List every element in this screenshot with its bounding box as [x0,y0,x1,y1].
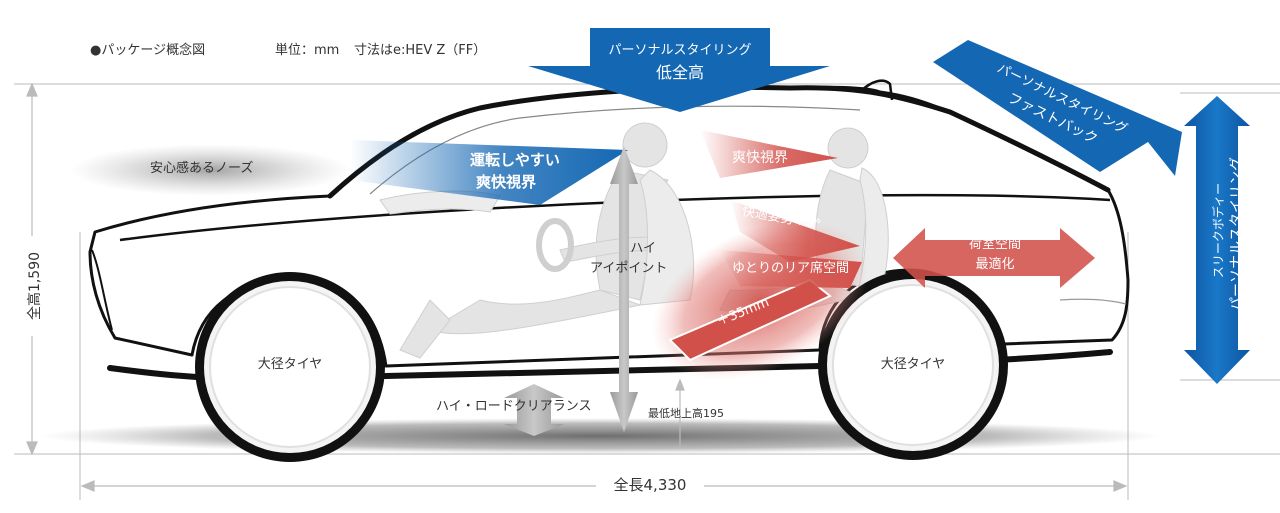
posture-wedge [730,200,860,262]
fastback-arrow [933,40,1182,176]
min-clearance-label: 最低地上高195 [648,407,724,420]
sleek-body-arrow [1184,96,1250,384]
low-height-line2: 低全高 [655,63,704,82]
front-wheel [195,272,385,462]
low-height-banner [528,28,830,112]
sleek-line2: パーソナルスタイリング [1229,157,1245,311]
secure-nose-label: 安心感あるノーズ [150,161,254,176]
driving-ease-line2: 爽快視界 [476,173,537,191]
rear-space-label: ゆとりのリア席空間 [732,261,850,276]
rear-view-label: 爽快視界 [732,150,788,166]
unit-label: 単位：mm [275,43,340,58]
rear-wheel [818,270,1008,460]
eyepoint-arrow [610,146,638,432]
rear-tire-label: 大径タイヤ [880,357,946,372]
eyepoint-line2: アイポイント [590,261,668,276]
front-tire-label: 大径タイヤ [257,357,323,372]
legroom-arrow [668,278,832,362]
eyepoint-line1: ハイ [630,241,656,256]
total-height-label: 全高1,590 [24,246,44,326]
cargo-line1: 荷室空間 [968,237,1021,252]
driving-ease-wedge [350,140,628,205]
min-clearance-marker [675,378,685,448]
driving-ease-line1: 運転しやすい [470,151,560,169]
rear-space-wedge [720,250,862,288]
length-dimension-arrow [80,480,1128,492]
nose-highlight [70,144,350,196]
sleek-line1: スリークボディー [1211,182,1226,279]
cargo-double-arrow [893,228,1095,288]
cargo-line2: 最適化 [975,257,1015,272]
height-dimension-arrow [26,82,38,456]
rear-view-wedge [700,130,838,178]
low-height-line1: パーソナルスタイリング [608,43,752,58]
dimension-note: 寸法はe:HEV Z（FF） [354,43,487,58]
diagram-title: ●パッケージ概念図 [90,43,206,58]
ground-shadow [40,418,1160,454]
clearance-arrow [504,384,564,436]
total-length-label: 全長4,330 [596,476,704,495]
clearance-label: ハイ・ロードクリアランス [436,399,592,414]
